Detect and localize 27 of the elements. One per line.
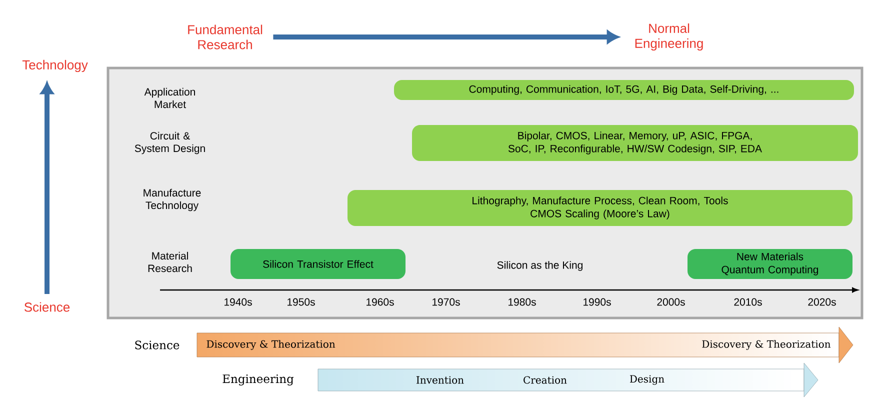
tick-label: 2000s: [657, 298, 685, 306]
tick-label: 1960s: [366, 298, 394, 306]
tick-label: 1940s: [224, 298, 252, 306]
tick-label: 1970s: [432, 298, 460, 306]
highlight-band: Silicon Transistor Effect: [230, 249, 406, 279]
row-label: Circuit & System Design: [134, 132, 205, 154]
heading: Science: [24, 302, 70, 312]
highlight-band: New Materials Quantum Computing: [688, 249, 852, 279]
highlight-band: Bipolar, CMOS, Linear, Memory, uP, ASIC, FPGA, SoC, IP, Reconfigurable, HW/SW Codesign, SIP, EDA: [412, 125, 858, 161]
row-label: Material Research: [148, 252, 192, 272]
tick-label: 1990s: [584, 298, 611, 306]
highlight-band: Computing, Communication, IoT, 5G, AI, Big Data, Self-Driving, ...: [394, 80, 854, 100]
highlight-band: Lithography, Manufacture Process, Clean Room, Tools CMOS Scaling (Moore’s Law): [348, 190, 852, 226]
tick-label: 1950s: [288, 298, 315, 306]
arrow-caption: Engineering: [222, 374, 294, 386]
arrow: [40, 82, 54, 294]
tick-label: 1980s: [508, 298, 536, 306]
heading: Normal Engineering: [635, 23, 703, 51]
row-label: Application Market: [144, 88, 195, 108]
tick-label: 2020s: [808, 298, 836, 306]
row-label: Manufacture Technology: [144, 188, 201, 212]
band-text: Silicon as the King: [497, 261, 582, 271]
heading: Fundamental Research: [188, 24, 262, 50]
arrow-caption: Science: [135, 340, 180, 350]
arrow: [273, 30, 618, 44]
tick-label: 2010s: [734, 298, 762, 306]
heading: Technology: [22, 60, 88, 72]
